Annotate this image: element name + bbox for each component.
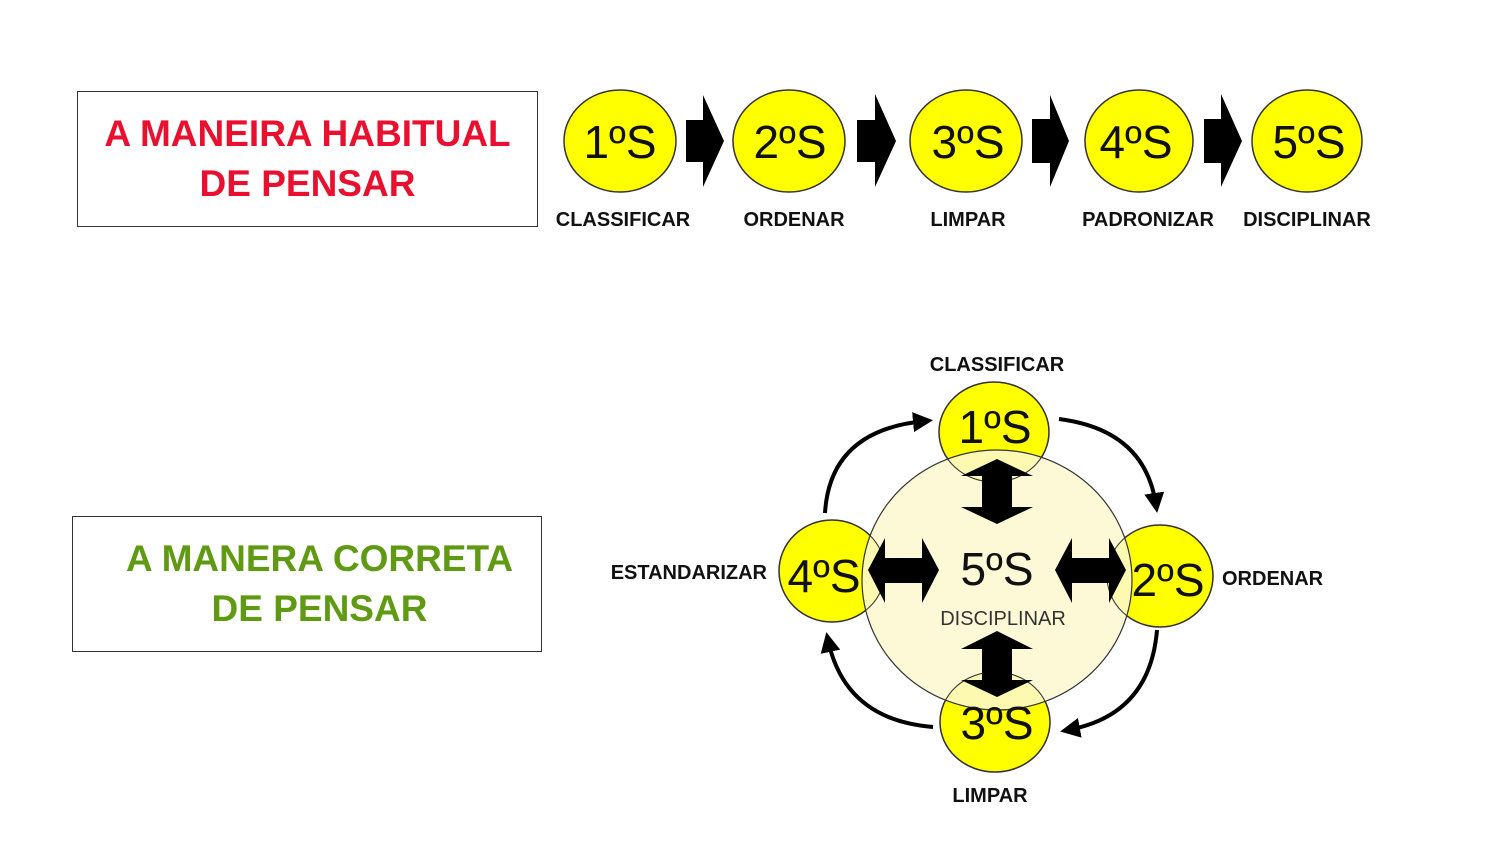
step-node-3: 3ºS LIMPAR — [909, 89, 1023, 231]
correta-title-box: A MANERA CORRETA DE PENSAR — [72, 516, 542, 652]
step-label-1: CLASSIFICAR — [556, 209, 691, 231]
step-label-5: DISCIPLINAR — [1243, 209, 1371, 231]
curved-arrow-icon — [823, 412, 933, 514]
step-node-1: 1ºS CLASSIFICAR — [556, 89, 691, 231]
step-label-4: PADRONIZAR — [1082, 209, 1214, 231]
correta-title-line1: A MANERA CORRETA — [125, 538, 514, 579]
right-arrow-icon — [1204, 94, 1242, 187]
step-node-5: 5ºS DISCIPLINAR — [1243, 89, 1371, 231]
correta-cycle: 1ºS 2ºS 3ºS 4ºS 5ºS DISCIPLINAR CLASSIFI… — [611, 354, 1324, 807]
step-badge-3: 3ºS — [931, 116, 1004, 168]
habitual-title-box: A MANEIRA HABITUAL DE PENSAR — [77, 91, 538, 227]
habitual-title-line1: A MANEIRA HABITUAL — [104, 113, 511, 154]
habitual-title-line2: DE PENSAR — [199, 163, 416, 204]
curved-arrow-icon — [1060, 629, 1159, 738]
curved-arrow-icon — [820, 632, 934, 729]
right-arrow-icon — [686, 95, 724, 187]
step-label-3: LIMPAR — [930, 209, 1006, 231]
habitual-sequence: 1ºS CLASSIFICAR 2ºS ORDENAR 3ºS LIMPAR 4… — [556, 89, 1371, 231]
double-arrow-horizontal-icon — [1055, 538, 1126, 603]
step-node-4: 4ºS PADRONIZAR — [1082, 89, 1214, 231]
cycle-badge-left: 4ºS — [787, 550, 860, 602]
step-badge-5: 5ºS — [1272, 116, 1345, 168]
cycle-badge-right: 2ºS — [1131, 554, 1204, 606]
right-arrow-icon — [1032, 95, 1069, 187]
double-arrow-horizontal-icon — [868, 538, 939, 603]
cycle-label-right: ORDENAR — [1222, 568, 1324, 590]
right-arrow-icon — [857, 94, 896, 187]
step-badge-1: 1ºS — [583, 116, 656, 168]
step-badge-4: 4ºS — [1099, 116, 1172, 168]
curved-arrow-icon — [1058, 417, 1165, 513]
cycle-label-left: ESTANDARIZAR — [611, 562, 768, 584]
step-badge-2: 2ºS — [753, 116, 826, 168]
step-node-2: 2ºS ORDENAR — [732, 89, 846, 231]
double-arrow-vertical-icon — [961, 459, 1033, 524]
cycle-center-badge: 5ºS — [960, 543, 1033, 595]
correta-title-line2: DE PENSAR — [211, 588, 428, 629]
cycle-label-top: CLASSIFICAR — [930, 354, 1065, 376]
double-arrow-vertical-icon — [961, 631, 1033, 697]
cycle-center-label: DISCIPLINAR — [940, 608, 1066, 630]
step-label-2: ORDENAR — [743, 209, 845, 231]
cycle-label-bottom: LIMPAR — [952, 785, 1028, 807]
cycle-badge-top: 1ºS — [958, 401, 1031, 453]
cycle-badge-bottom: 3ºS — [960, 697, 1033, 749]
